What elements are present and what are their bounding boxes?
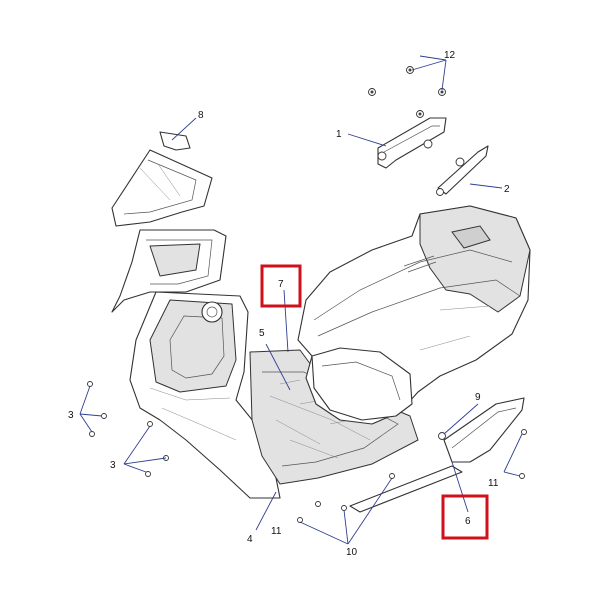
part-1-grab-bracket	[377, 117, 447, 169]
part-8-bracket	[159, 131, 191, 151]
callout-12: 12	[444, 50, 456, 61]
callout-11-left: 11	[271, 526, 282, 537]
callout-5: 5	[259, 328, 265, 339]
callout-9: 9	[475, 392, 481, 403]
part-12-nuts	[368, 66, 446, 118]
callout-11-right: 11	[488, 478, 499, 489]
callout-1: 1	[336, 129, 342, 140]
part-9-clip	[438, 432, 446, 440]
part-4-front-shield	[129, 291, 281, 499]
part-2-side-rail	[436, 145, 489, 196]
callout-8: 8	[198, 110, 204, 121]
callout-7: 7	[278, 279, 284, 290]
leader-lines	[79, 55, 523, 545]
part-6-side-skirt	[349, 397, 525, 513]
part-8-windscreen	[111, 131, 213, 227]
callout-4: 4	[247, 534, 253, 545]
callout-3-upper: 3	[68, 410, 74, 421]
part-10-lower-trim	[349, 465, 463, 513]
callout-6: 6	[465, 516, 471, 527]
part-5-floor-panel	[249, 349, 419, 485]
callout-2: 2	[504, 184, 510, 195]
callout-10: 10	[346, 547, 358, 558]
highlight-box-6	[441, 494, 489, 540]
front-upper-panel	[111, 229, 227, 313]
callout-3-lower: 3	[110, 460, 116, 471]
part-7-rear-body	[297, 205, 531, 425]
highlight-box-7	[260, 264, 302, 308]
